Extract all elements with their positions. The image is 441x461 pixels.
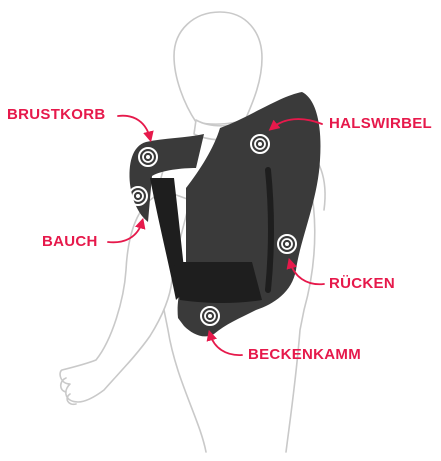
curved-arrow-icon [118, 116, 150, 138]
label-bauch: BAUCH [42, 233, 98, 251]
label-ruecken: RÜCKEN [329, 275, 395, 293]
label-halswirbel: HALSWIRBEL [329, 115, 432, 133]
label-beckenkamm: BECKENKAMM [248, 346, 361, 364]
label-brustkorb: BRUSTKORB [7, 106, 106, 124]
vest-lower-band [174, 262, 262, 303]
mannequin-head [174, 12, 262, 124]
curved-arrow-icon [210, 334, 242, 355]
vest-seam [268, 170, 271, 290]
